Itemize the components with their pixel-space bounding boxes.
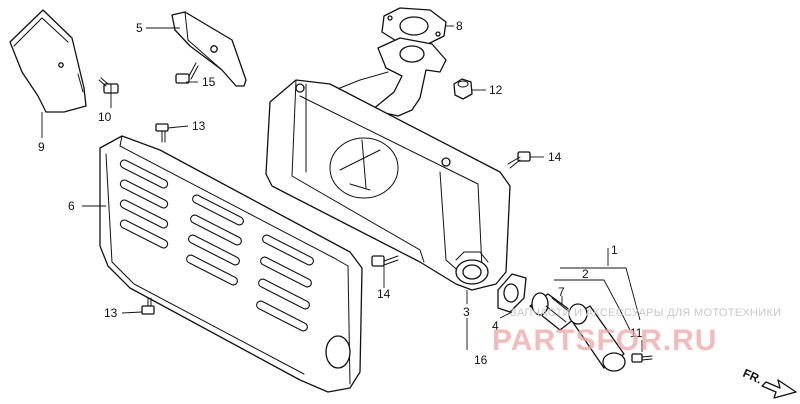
- callout-15: 15: [202, 75, 216, 89]
- bolt-14-lower: [371, 255, 399, 267]
- bolt-13-lower: [141, 297, 155, 315]
- muffler-protector: [99, 135, 363, 393]
- callout-8: 8: [456, 19, 463, 33]
- fr-label: FR.: [741, 366, 764, 387]
- callout-1: 1: [611, 243, 618, 257]
- callout-14-lower: 14: [377, 287, 391, 301]
- tail-pipe: [568, 303, 626, 372]
- callout-labels: 9 10 5 15 13 6 8 12 14 14 13 3 16 4 7 1 …: [38, 19, 643, 367]
- bolt-10: [98, 77, 119, 94]
- bolt-14-upper: [507, 151, 531, 169]
- louver-slots: [119, 159, 314, 332]
- muffler-body: [265, 79, 511, 291]
- gasket-4: [497, 273, 527, 313]
- bracket-5: [171, 11, 247, 87]
- callout-6: 6: [68, 199, 75, 213]
- watermark-tagline: ЗАПЧАСТИ И АКСЕССУАРЫ ДЛЯ МОТОТЕХНИКИ: [510, 307, 781, 319]
- callout-2: 2: [582, 267, 589, 281]
- front-arrow-icon: [761, 379, 797, 399]
- callout-13-upper: 13: [192, 119, 206, 133]
- exhaust-pipe: [329, 37, 447, 117]
- heat-shield-plate: [9, 9, 87, 113]
- nut-12: [453, 78, 473, 100]
- screw-11: [631, 353, 653, 363]
- callout-3: 3: [463, 305, 470, 319]
- callout-13-lower: 13: [104, 306, 118, 320]
- callout-16: 16: [474, 353, 488, 367]
- bolt-13-upper: [155, 123, 169, 143]
- callout-7: 7: [558, 285, 565, 299]
- callout-11: 11: [630, 326, 643, 340]
- callout-9: 9: [38, 140, 45, 154]
- watermark: ЗАПЧАСТИ И АКСЕССУАРЫ ДЛЯ МОТОТЕХНИКИ PA…: [492, 307, 781, 357]
- watermark-brand: PARTSFOR.RU: [492, 324, 717, 357]
- callout-14-upper: 14: [548, 150, 562, 164]
- callout-12: 12: [489, 83, 503, 97]
- leader-lines: [41, 25, 643, 352]
- callout-4: 4: [492, 319, 499, 333]
- callout-10: 10: [98, 110, 112, 124]
- callout-5: 5: [136, 21, 143, 35]
- bolt-15: [175, 62, 199, 84]
- gasket-8: [381, 7, 447, 45]
- front-direction-indicator: FR.: [741, 366, 797, 399]
